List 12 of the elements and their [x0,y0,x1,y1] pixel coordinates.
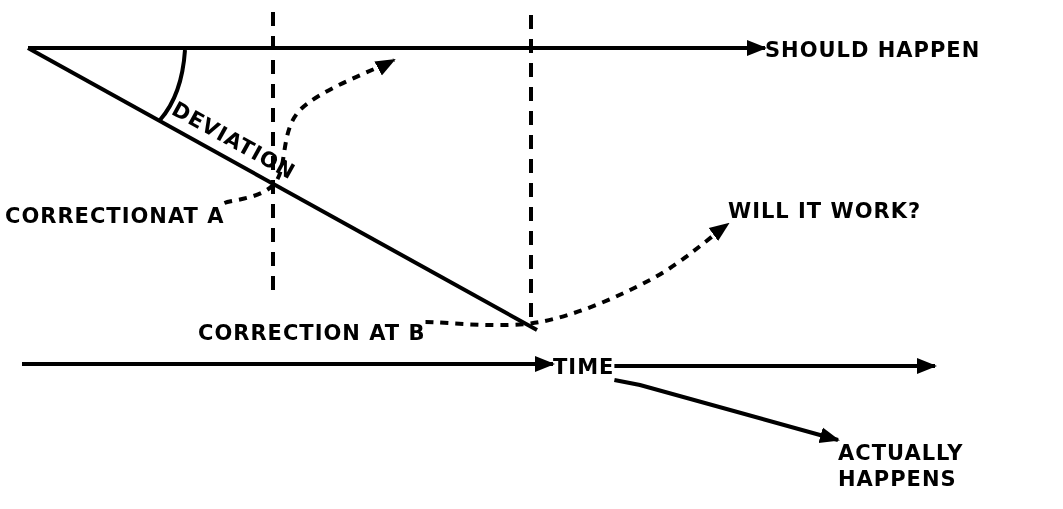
arrow [614,358,937,374]
outcome-label: SHOULD HAPPEN [765,37,981,63]
arrow [28,40,767,56]
question-label: WILL IT WORK? [728,198,922,224]
axis-label: TIME [553,354,615,380]
outcome-label: ACTUALLY HAPPENS [838,440,978,492]
correction-label: CORRECTION AT B [198,320,426,346]
arrow [22,356,555,372]
dashed-arrow [223,58,396,205]
dashed-arrow [425,222,730,328]
correction-label: CORRECTIONAT A [5,203,225,229]
arrow [614,378,840,443]
